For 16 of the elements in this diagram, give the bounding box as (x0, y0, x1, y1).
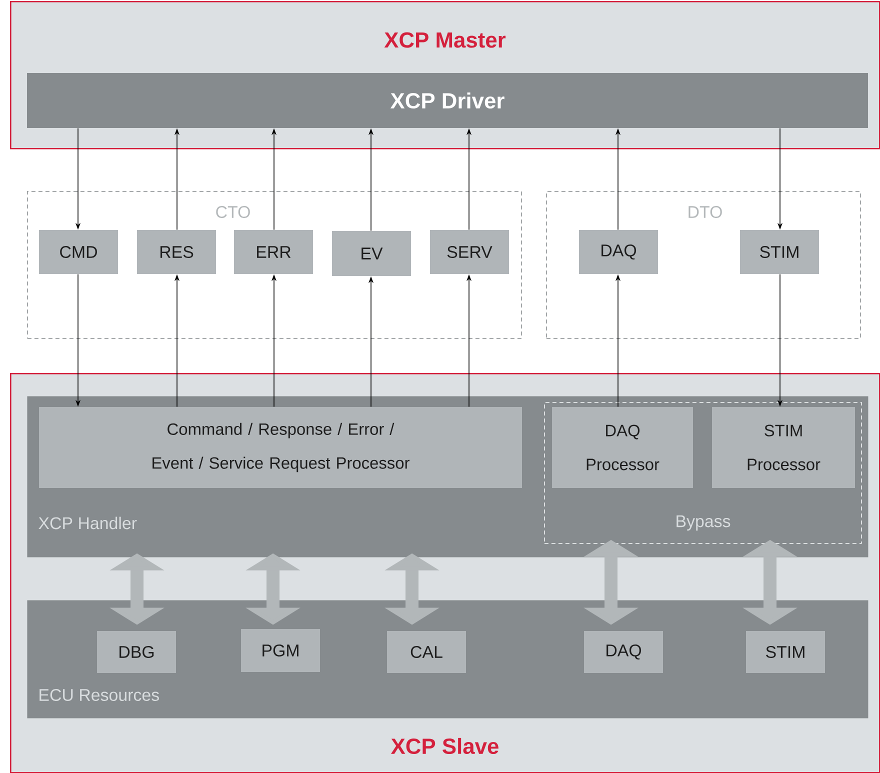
resource-box: DAQ (584, 631, 663, 673)
message-box: STIM (740, 230, 819, 274)
message-box: SERV (430, 230, 509, 274)
processor-box: STIM Processor (712, 407, 855, 488)
message-box: DAQ (579, 230, 658, 274)
processor-box: Command / Response / Error / Event / Service Request Processor (39, 407, 522, 488)
processor-box: DAQ Processor (552, 407, 693, 488)
resource-box: STIM (746, 631, 825, 673)
driver-bar: XCP Driver (27, 73, 868, 128)
resource-box: PGM (241, 629, 320, 672)
message-box: RES (137, 230, 216, 274)
resource-box: DBG (97, 631, 176, 673)
message-box: EV (332, 231, 411, 276)
message-box: CMD (39, 230, 118, 274)
resource-box: CAL (387, 631, 466, 673)
message-box: ERR (234, 230, 313, 274)
